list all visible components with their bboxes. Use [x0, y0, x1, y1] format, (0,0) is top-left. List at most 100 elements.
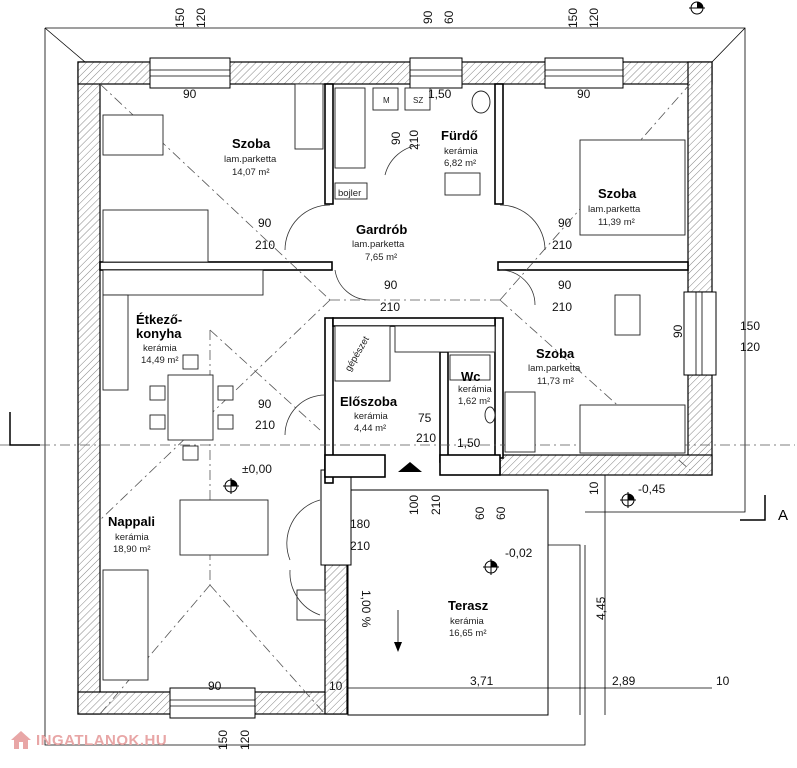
interior-walls [99, 83, 689, 484]
dim-bottom-10a: 10 [329, 679, 343, 693]
doors [284, 144, 546, 616]
sofa-side [102, 569, 149, 681]
dim-top-2: 120 [194, 8, 208, 28]
dim-d1a: 90 [258, 216, 272, 230]
dim-top-5: 150 [566, 8, 580, 28]
bathtub [334, 87, 366, 169]
eloszoba-floor: kerámia [354, 411, 389, 422]
dim-side-width: 2,89 [612, 674, 636, 688]
etkezo-name-1: Étkező- [136, 312, 182, 327]
eloszoba-name: Előszoba [340, 394, 398, 409]
szoba3-floor: lam.parketta [528, 363, 581, 374]
furdo-floor: kerámia [444, 146, 479, 157]
dim-entr-3: 60 [473, 506, 487, 520]
dim-bath-door-1: 90 [389, 131, 403, 145]
dim-bottom-1: 150 [216, 730, 230, 750]
dim-top-4: 60 [442, 10, 456, 24]
boiler-label: bojler [338, 188, 361, 199]
house-icon [11, 731, 31, 749]
windows [149, 57, 717, 719]
level-label-3: -0,02 [505, 546, 533, 560]
dim-terrace-width: 3,71 [470, 674, 494, 688]
dining-table [167, 374, 214, 441]
dim-d7a: 180 [350, 517, 370, 531]
szoba1-area: 14,07 m² [232, 167, 270, 178]
dim-d2a: 90 [558, 216, 572, 230]
sofa [179, 499, 269, 556]
bed-szoba3 [579, 404, 686, 454]
dim-d3b: 210 [380, 300, 400, 314]
bed-szoba1 [102, 209, 209, 263]
dim-d4b: 210 [552, 300, 572, 314]
dim-terrace-depth: 4,45 [594, 596, 608, 620]
dim-entr-1: 100 [407, 495, 421, 515]
dim-right-1: 150 [740, 319, 760, 333]
etkezo-name-2: konyha [136, 326, 182, 341]
dim-right-2: 120 [740, 340, 760, 354]
washer-label: M [383, 96, 390, 105]
mechanical-room [334, 325, 391, 382]
dim-d5b: 210 [255, 418, 275, 432]
terrace-outline [347, 489, 581, 716]
dim-d3a: 90 [384, 278, 398, 292]
dim-win-3: 90 [577, 87, 591, 101]
dim-entr-4: 60 [494, 506, 508, 520]
wardrobe [294, 83, 324, 150]
szoba3-area: 11,73 m² [537, 376, 574, 387]
level-marker-1 [223, 478, 239, 494]
bed-szoba2 [579, 139, 686, 236]
kitchen-counter [102, 269, 264, 296]
szoba2-area: 11,39 m² [598, 217, 635, 228]
terasz-floor: kerámia [450, 616, 485, 627]
nappali-name: Nappali [108, 514, 155, 529]
wc-area: 1,62 m² [458, 396, 490, 407]
entrance-arrow [398, 462, 422, 472]
wc-floor: kerámia [458, 384, 493, 395]
dryer-label: SZ [413, 96, 423, 105]
level-marker-2 [620, 492, 636, 508]
dim-bottom-win: 90 [208, 679, 222, 693]
etkezo-area: 14,49 m² [141, 355, 179, 366]
gardrob-floor: lam.parketta [352, 239, 405, 250]
watermark-text: INGATLANOK.HU [36, 731, 168, 749]
level-marker-3 [483, 559, 499, 575]
szoba1-floor: lam.parketta [224, 154, 277, 165]
dim-d5a: 90 [258, 397, 272, 411]
dim-top-3: 90 [421, 10, 435, 24]
gardrob-area: 7,65 m² [365, 252, 397, 263]
dim-right-4: 10 [587, 481, 601, 495]
dimension-lines [348, 475, 712, 715]
eloszoba-area: 4,44 m² [354, 423, 386, 434]
dim-d6a: 75 [418, 411, 432, 425]
terasz-name: Terasz [448, 598, 489, 613]
dim-right-3: 90 [671, 324, 685, 338]
wc-name: Wc [461, 369, 481, 384]
slope-label: 1,00 % [359, 590, 373, 628]
dim-win-1: 90 [183, 87, 197, 101]
dim-top-6: 120 [587, 8, 601, 28]
dim-bottom-10b: 10 [716, 674, 730, 688]
furdo-name: Fürdő [441, 128, 478, 143]
nappali-floor: kerámia [115, 532, 150, 543]
furniture [102, 83, 686, 681]
level-label-2: -0,45 [638, 482, 666, 496]
szoba3-name: Szoba [536, 346, 575, 361]
furdo-area: 6,82 m² [444, 158, 476, 169]
szoba2-floor: lam.parketta [588, 204, 641, 215]
section-label: A [778, 507, 788, 524]
dim-d2b: 210 [552, 238, 572, 252]
dim-entr-2: 210 [429, 495, 443, 515]
dim-bottom-2: 120 [238, 730, 252, 750]
dim-top-1: 150 [173, 8, 187, 28]
north-marker [689, 1, 705, 15]
nappali-area: 18,90 m² [113, 544, 151, 555]
dim-wc-win: 1,50 [457, 436, 481, 450]
dim-bath-door-2: 210 [407, 130, 421, 150]
dim-d4a: 90 [558, 278, 572, 292]
szoba2-name: Szoba [598, 186, 637, 201]
etkezo-floor: kerámia [143, 343, 178, 354]
watermark: INGATLANOK.HU [10, 730, 167, 750]
dim-d6b: 210 [416, 431, 436, 445]
level-label-1: ±0,00 [242, 462, 272, 476]
